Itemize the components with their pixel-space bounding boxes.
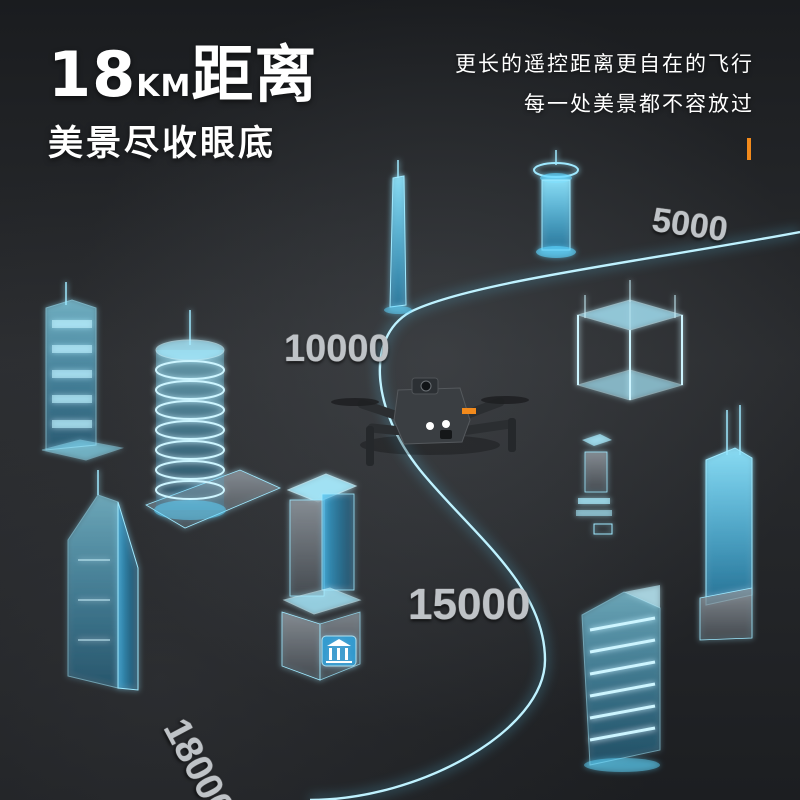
- headline-text: 距离: [191, 38, 318, 111]
- center-block-hologram: [281, 473, 362, 681]
- slogan-line-2: 每一处美景都不容放过: [524, 92, 754, 116]
- subheadline: 美景尽收眼底: [48, 124, 277, 164]
- thin-tower-hologram: [384, 160, 412, 314]
- glass-tower-hologram: [67, 470, 139, 691]
- headline: 18KM距离: [48, 40, 317, 122]
- drone: [331, 377, 529, 466]
- spiral-tower-hologram: [145, 310, 282, 529]
- accent-bar: [747, 138, 751, 160]
- cylinder-tower-hologram: [533, 150, 579, 258]
- distance-marker-10000: 10000: [284, 328, 390, 370]
- right-skyscraper-hologram: [699, 405, 753, 641]
- cube-frame-hologram: [576, 280, 684, 401]
- headline-number: 18: [48, 38, 137, 111]
- slogan-line-1: 更长的遥控距离更自在的飞行: [455, 52, 754, 76]
- left-stacked-tower-hologram: [41, 282, 124, 461]
- flight-path-core: [309, 230, 800, 800]
- distance-marker-15000: 15000: [408, 580, 531, 629]
- museum-icon: [321, 635, 357, 667]
- striped-skyscraper-hologram: [581, 585, 661, 772]
- headline-unit: KM: [136, 69, 192, 104]
- floating-blocks-hologram: [576, 434, 613, 535]
